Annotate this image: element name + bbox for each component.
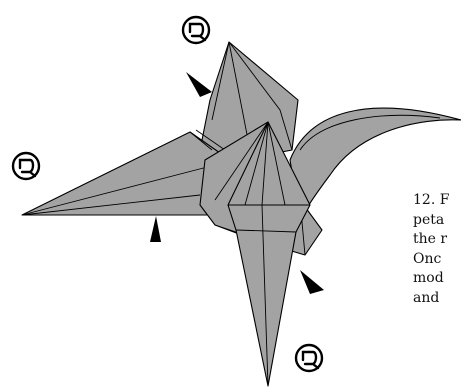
rotate-clockwise-icon xyxy=(296,345,322,371)
step-caption: 12. F peta the r Onc mod and xyxy=(413,191,461,308)
caption-line: and xyxy=(413,289,461,309)
caption-line: 12. F xyxy=(413,191,461,211)
caption-line: the r xyxy=(413,230,461,250)
caption-line: Onc xyxy=(413,250,461,270)
caption-line: peta xyxy=(413,211,461,231)
caption-line: mod xyxy=(413,269,461,289)
black-triangle-arrow-icon xyxy=(150,216,161,242)
rotate-clockwise-icon xyxy=(183,17,209,43)
left-petal xyxy=(22,132,230,215)
black-triangle-arrow-icon xyxy=(186,72,212,97)
rotate-clockwise-icon xyxy=(13,153,39,179)
black-triangle-arrow-icon xyxy=(300,270,324,294)
